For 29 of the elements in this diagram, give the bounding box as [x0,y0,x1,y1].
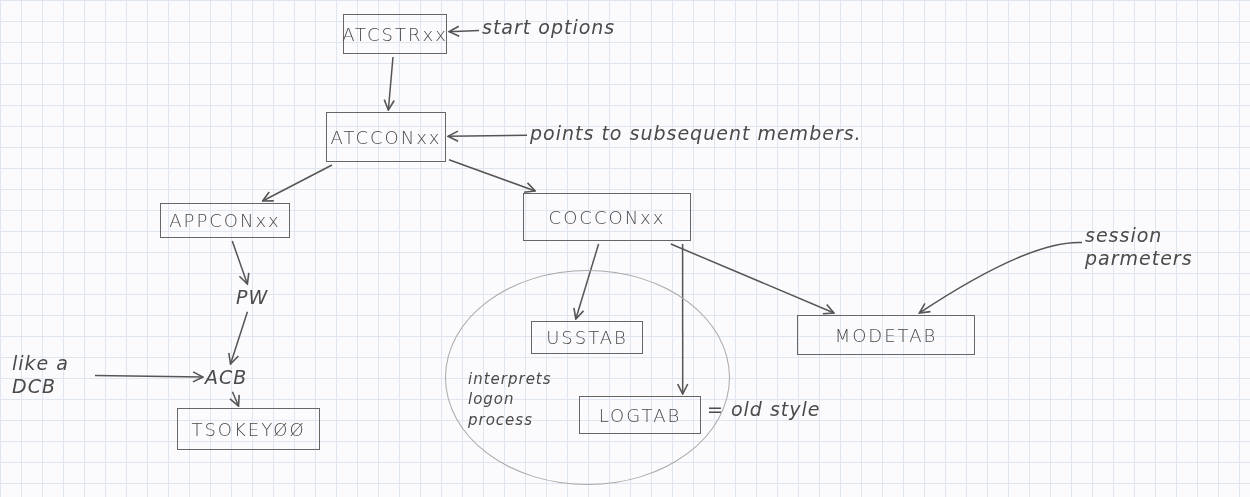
note-text: start options [482,16,616,39]
arrow [670,243,835,315]
note-text: session parmeters [1085,224,1250,270]
note-text: = old style [707,398,821,421]
arrow [573,243,600,320]
process-box: USSTAB [531,321,643,354]
note-text: PW [236,286,269,309]
arrow [448,25,480,38]
arrow [228,311,249,365]
note-text: interprets logon process [468,369,548,430]
process-box: MODETAB [797,315,975,355]
arrow [918,241,1083,314]
note-text: points to subsequent members. [530,122,862,145]
process-box: COCCONxx [523,193,691,241]
group-ellipse [445,270,730,485]
arrow [447,130,528,142]
process-box: ATCCONxx [326,112,446,162]
process-box: APPCONxx [160,203,290,238]
arrow [383,56,395,111]
arrow [94,371,204,383]
arrow [448,159,536,194]
note-text: ACB [205,366,248,389]
arrow [676,243,689,395]
arrow [261,164,333,202]
note-text: like a DCB [12,352,92,398]
process-box: LOGTAB [579,396,701,434]
arrow [231,240,250,285]
arrow [229,391,240,407]
process-box: TSOKEYØØ [177,408,320,450]
